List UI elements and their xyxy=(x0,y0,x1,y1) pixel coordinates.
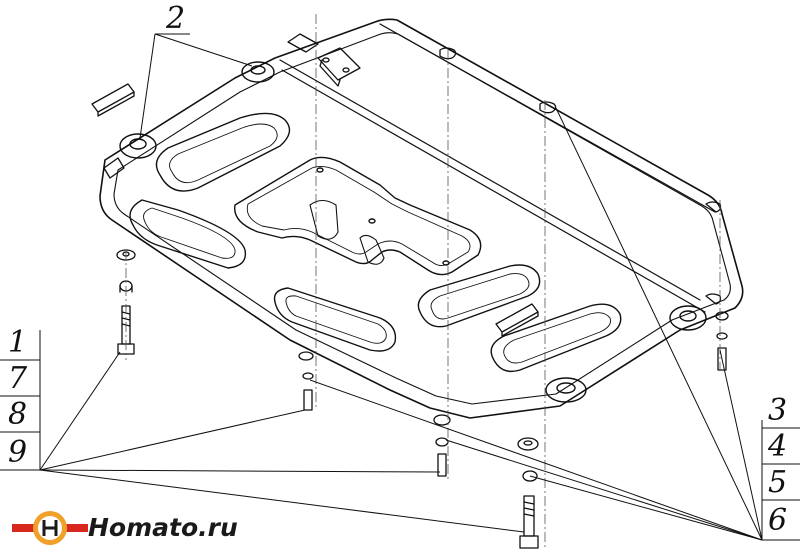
plate-inner-rim xyxy=(113,32,731,405)
left-fastener-stack xyxy=(116,249,136,355)
logo-mark xyxy=(12,511,88,545)
callout-5: 5 xyxy=(768,465,788,500)
callout-6: 6 xyxy=(768,503,788,538)
callout-3: 3 xyxy=(768,393,788,428)
callout-8: 8 xyxy=(8,397,28,432)
rib-row-left xyxy=(129,112,291,269)
mount-bosses xyxy=(119,61,707,403)
axis-lines xyxy=(125,14,721,548)
rib-row-lower xyxy=(273,264,622,373)
center-left-fastener xyxy=(298,351,314,411)
bracket-top xyxy=(317,47,361,87)
rib-center xyxy=(234,156,482,276)
right-center-fastener xyxy=(517,437,539,549)
leader-lines xyxy=(0,33,800,541)
right-side-fastener xyxy=(715,311,729,371)
spacer-strips xyxy=(91,83,539,337)
callout-4: 4 xyxy=(768,429,788,464)
logo-text[interactable]: Нomato.ru xyxy=(88,513,238,542)
plate-outline xyxy=(99,18,744,419)
callout-1: 1 xyxy=(8,325,28,360)
plate-front-flange xyxy=(279,23,716,313)
callout-2: 2 xyxy=(166,1,186,36)
callout-7: 7 xyxy=(8,361,28,396)
callout-9: 9 xyxy=(8,435,28,470)
